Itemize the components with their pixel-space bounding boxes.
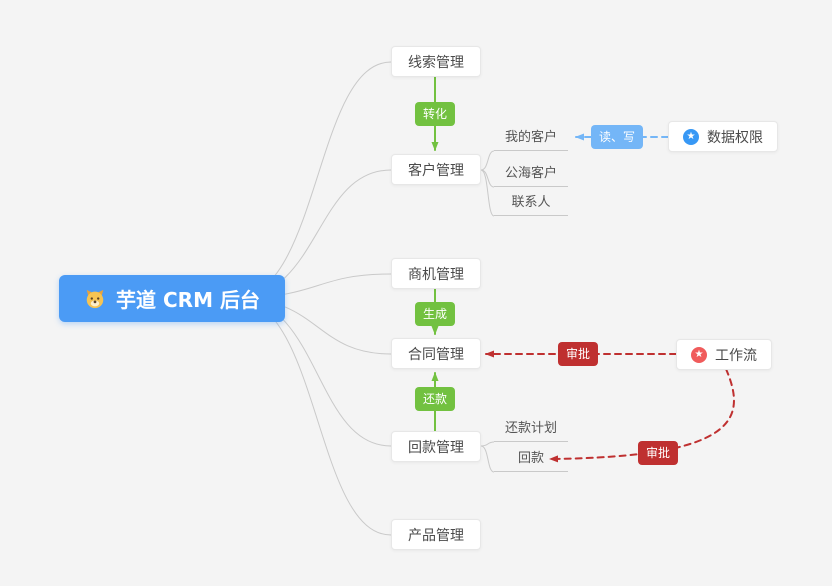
- edge-customers-my-customers: [480, 150, 495, 171]
- node-data-permission: ★ 数据权限: [668, 121, 778, 152]
- arrow-approve-receivable: [549, 368, 735, 463]
- edge-receivables-repay-plan: [480, 441, 495, 447]
- badge-read-write: 读、写: [590, 125, 644, 149]
- node-contracts: 合同管理: [391, 338, 481, 369]
- star-icon: ★: [691, 346, 707, 363]
- sub-item-my-customers: 我的客户: [494, 127, 568, 151]
- node-workflow-label: 工作流: [715, 347, 757, 364]
- dog-icon: [84, 288, 106, 310]
- sub-item-repayment-plan: 还款计划: [494, 418, 568, 442]
- badge-approve-receivable: 审批: [637, 441, 679, 465]
- node-customers: 客户管理: [391, 154, 481, 185]
- badge-generate: 生成: [414, 302, 456, 326]
- node-leads: 线索管理: [391, 46, 481, 77]
- edge-root-leads: [234, 61, 392, 299]
- root-node-crm: 芋道 CRM 后台: [59, 275, 285, 322]
- edge-customers-contacts: [480, 169, 495, 217]
- edge-receivables-payment: [480, 445, 495, 473]
- node-data-permission-label: 数据权限: [707, 129, 763, 146]
- edge-root-products: [234, 297, 392, 536]
- edge-customers-public-sea: [480, 169, 495, 188]
- node-products: 产品管理: [391, 519, 481, 550]
- sub-item-public-sea-customers: 公海客户: [494, 163, 568, 187]
- badge-repay: 还款: [414, 387, 456, 411]
- star-icon: ★: [683, 128, 699, 145]
- root-node-label: 芋道 CRM 后台: [116, 288, 260, 312]
- badge-convert: 转化: [414, 102, 456, 126]
- badge-approve-contract: 审批: [557, 342, 599, 366]
- sub-item-payment: 回款: [494, 448, 568, 472]
- node-opportunities: 商机管理: [391, 258, 481, 289]
- node-receivables: 回款管理: [391, 431, 481, 462]
- sub-item-contacts: 联系人: [494, 192, 568, 216]
- node-workflow: ★ 工作流: [676, 339, 772, 370]
